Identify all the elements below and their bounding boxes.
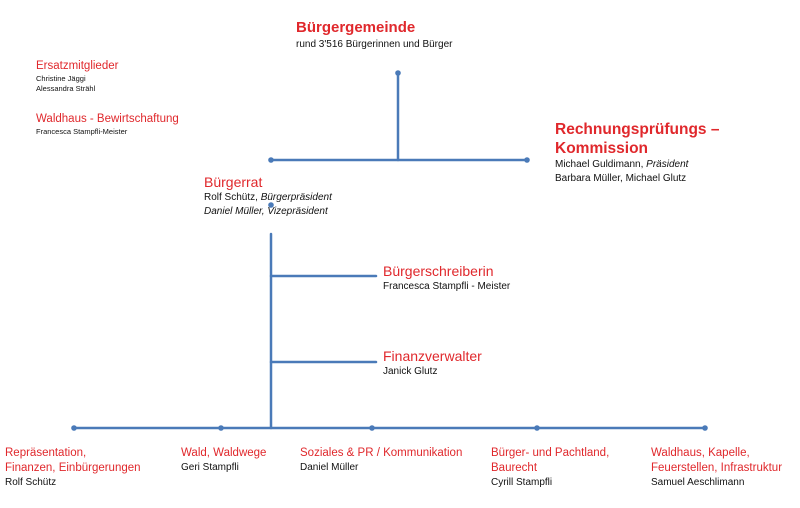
department-title-line: Wald, Waldwege — [181, 447, 267, 459]
praesident-name: Rolf Schütz, — [204, 192, 261, 203]
node-member: Alessandra Strähl — [36, 84, 96, 93]
node-member: Janick Glutz — [383, 366, 438, 377]
department-repraesentation: Repräsentation, Finanzen, Einbürgerungen… — [5, 446, 141, 490]
node-title: Waldhaus - Bewirtschaftung — [36, 113, 179, 125]
node-member: Francesca Stampfli-Meister — [36, 127, 128, 136]
department-title-line: Finanzen, Einbürgerungen — [5, 462, 141, 474]
node-members: Barbara Müller, Michael Glutz — [555, 173, 687, 184]
connector-dot — [268, 202, 274, 208]
connector-dot — [218, 425, 224, 431]
department-title-line: Baurecht — [491, 462, 538, 474]
node-title-line1: Rechnungsprüfungs – — [555, 121, 720, 138]
department-person: Samuel Aeschlimann — [651, 477, 745, 488]
node-title: Ersatzmitglieder — [36, 60, 119, 72]
department-title-line: Feuerstellen, Infrastruktur — [651, 462, 783, 474]
node-title: Bürgerrat — [204, 174, 263, 190]
node-buergerrat: Bürgerrat Rolf Schütz, Bürgerpräsident D… — [204, 174, 332, 219]
node-line2: Daniel Müller, Vizepräsident — [204, 206, 328, 217]
department-title-line: Repräsentation, — [5, 447, 87, 459]
department-pachtland: Bürger- und Pachtland, Baurecht Cyrill S… — [491, 446, 609, 490]
node-title-line2: Kommission — [555, 140, 649, 157]
connector-dot — [395, 70, 401, 76]
node-finanzverwalter: Finanzverwalter Janick Glutz — [383, 348, 482, 379]
department-person: Geri Stampfli — [181, 462, 239, 473]
node-subtitle: rund 3'516 Bürgerinnen und Bürger — [296, 39, 453, 50]
node-title: Bürgergemeinde — [296, 19, 416, 36]
node-member: Christine Jäggi — [36, 74, 86, 83]
node-ersatzmitglieder: Ersatzmitglieder Christine Jäggi Alessan… — [36, 59, 118, 94]
connector-dot — [534, 425, 540, 431]
node-line1: Rolf Schütz, Bürgerpräsident — [204, 191, 332, 205]
department-title-line: Waldhaus, Kapelle, — [651, 447, 750, 459]
node-title: Finanzverwalter — [383, 348, 482, 364]
node-waldhaus-bewirtschaftung: Waldhaus - Bewirtschaftung Francesca Sta… — [36, 112, 179, 137]
department-title-line: Bürger- und Pachtland, — [491, 447, 610, 459]
node-title: Bürgerschreiberin — [383, 263, 494, 279]
connector-dot — [268, 157, 274, 163]
president-role: Präsident — [646, 159, 689, 170]
connector-dot — [71, 425, 77, 431]
node-buergergemeinde: Bürgergemeinde rund 3'516 Bürgerinnen un… — [296, 19, 452, 52]
connector-dot — [702, 425, 708, 431]
node-rechnungspruefungskommission: Rechnungsprüfungs – Kommission Michael G… — [555, 120, 719, 186]
connector-dot — [524, 157, 530, 163]
node-president: Michael Guldimann, Präsident — [555, 158, 719, 172]
node-member: Francesca Stampfli - Meister — [383, 281, 511, 292]
connector-dot — [369, 425, 375, 431]
department-person: Cyrill Stampfli — [491, 477, 553, 488]
node-buergerschreiberin: Bürgerschreiberin Francesca Stampfli - M… — [383, 263, 510, 294]
praesident-role: Bürgerpräsident — [260, 192, 332, 203]
department-person: Rolf Schütz — [5, 477, 57, 488]
president-name: Michael Guldimann, — [555, 159, 647, 170]
department-soziales: Soziales & PR / Kommunikation Daniel Mül… — [300, 446, 462, 475]
department-title-line: Soziales & PR / Kommunikation — [300, 447, 463, 459]
department-person: Daniel Müller — [300, 462, 359, 473]
department-waldhaus: Waldhaus, Kapelle, Feuerstellen, Infrast… — [651, 446, 782, 490]
department-wald: Wald, Waldwege Geri Stampfli — [181, 446, 266, 475]
